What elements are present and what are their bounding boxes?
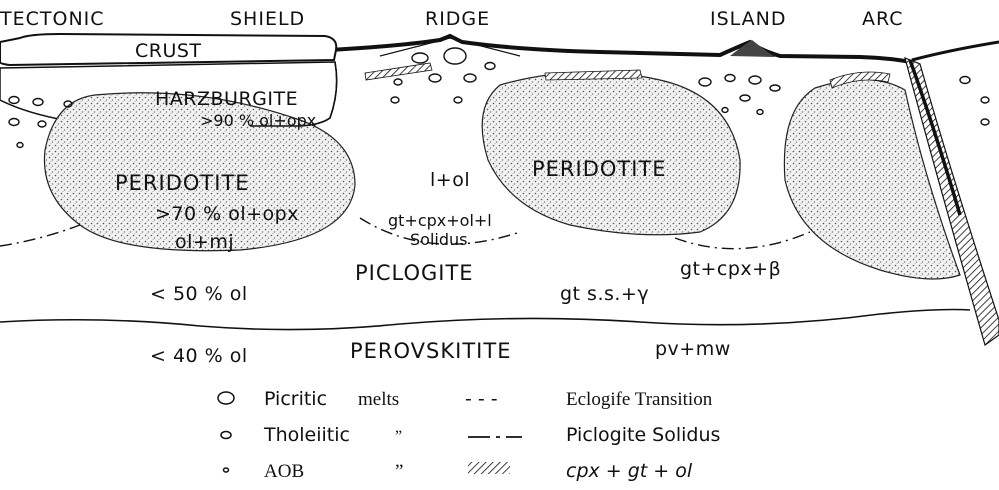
piclogite-label: PICLOGITE — [355, 261, 474, 285]
header-island: ISLAND — [710, 8, 787, 30]
legend-hatch-symbol — [468, 462, 510, 474]
legend-cpx-gt-ol: cpx + gt + ol — [566, 460, 693, 482]
solidus-line-left — [0, 225, 80, 246]
legend-piclogite-solidus: Piclogite Solidus — [566, 424, 720, 446]
arc-crust-line — [912, 42, 999, 60]
pv-mw-label: pv+mw — [655, 338, 731, 360]
legend-dash-symbol: - - - — [465, 388, 498, 410]
legend-eclogite-transition: Eclogife Transition — [566, 389, 713, 410]
l-ol-label: l+ol — [430, 169, 470, 191]
solidus-label: Solidus — [410, 230, 467, 249]
hatch-band-2 — [545, 70, 642, 80]
legend-picritic: Picritic — [264, 388, 327, 410]
crust-label: CRUST — [135, 40, 202, 62]
legend-ditto-2: ” — [395, 461, 403, 482]
transition-boundary-line — [0, 310, 970, 330]
peridotite-left-composition: >70 % ol+opx — [155, 203, 299, 225]
peridotite-middle-region — [482, 72, 740, 235]
harzburgite-composition: >90 % ol+opx — [200, 111, 316, 130]
header-shield: SHIELD — [230, 8, 305, 30]
solidus-line-right — [675, 232, 810, 249]
ol-mj-label: ol+mj — [175, 231, 234, 253]
tholeiitic-melt-symbol — [221, 432, 231, 439]
oceanic-crust-line — [330, 36, 910, 62]
hatch-band-1 — [365, 63, 432, 80]
perovskitite-label: PEROVSKITITE — [350, 339, 511, 363]
legend-melts: melts — [358, 389, 399, 410]
aob-melt-symbol — [224, 468, 229, 472]
legend-tholeiitic: Tholeiitic — [263, 424, 350, 446]
legend-aob: AOB — [264, 461, 304, 482]
gt-ss-gamma-label: gt s.s.+γ — [560, 283, 649, 305]
picritic-melt-symbol — [218, 392, 234, 404]
lt50-label: < 50 % ol — [150, 283, 248, 305]
legend-ditto-1: ” — [395, 428, 402, 445]
header-tectonic: TECTONIC — [0, 8, 105, 30]
gt-cpx-beta-label: gt+cpx+β — [680, 258, 781, 280]
harzburgite-label: HARZBURGITE — [155, 88, 298, 110]
peridotite-middle-label: PERIDOTITE — [532, 157, 667, 181]
legend: Picritic melts - - - Eclogife Transition… — [218, 388, 720, 482]
header-arc: ARC — [862, 8, 904, 30]
gt-cpx-ol-l-label: gt+cpx+ol+l — [388, 211, 492, 230]
header-ridge: RIDGE — [425, 8, 490, 30]
lt40-label: < 40 % ol — [150, 345, 248, 367]
peridotite-left-label: PERIDOTITE — [115, 171, 250, 195]
